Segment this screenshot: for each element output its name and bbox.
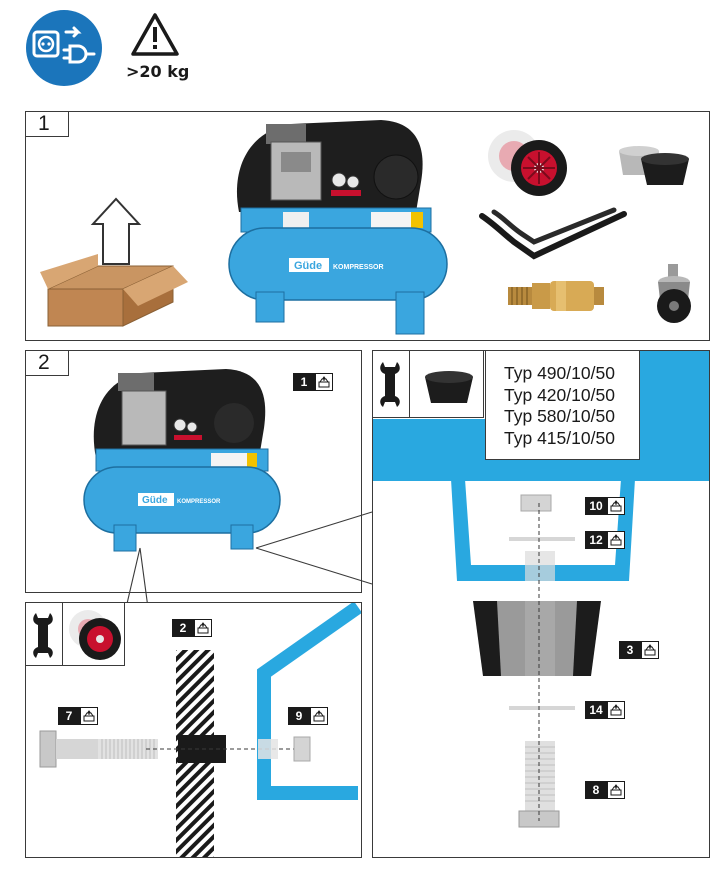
wheel-icon xyxy=(488,130,567,196)
parts-box-icon xyxy=(644,644,656,656)
part-label-9: 9 xyxy=(288,707,328,725)
foot-mount-panel: Typ 490/10/50 Typ 420/10/50 Typ 580/10/5… xyxy=(372,350,710,858)
coupling-icon xyxy=(508,281,604,311)
step-1-panel: 1 Güde KOMPRESSOR xyxy=(25,111,710,341)
part-label-12: 12 xyxy=(585,531,625,549)
wrench-icon xyxy=(33,613,53,658)
part-label-7: 7 xyxy=(58,707,98,725)
model-type: Typ 580/10/50 xyxy=(504,406,615,426)
brand-text: Güde xyxy=(294,260,322,272)
part-label-1: 1 xyxy=(293,373,333,391)
model-type: Typ 490/10/50 xyxy=(504,363,615,383)
frame-outline xyxy=(373,351,709,828)
rubber-foot-icon xyxy=(425,371,473,403)
rubber-foot-icon xyxy=(619,146,689,185)
tool-header xyxy=(373,351,484,418)
parts-box-icon xyxy=(318,376,330,388)
unpack-box-icon xyxy=(40,197,188,327)
warning-triangle-icon xyxy=(131,13,179,56)
model-type: Typ 420/10/50 xyxy=(504,384,615,405)
model-text: KOMPRESSOR xyxy=(333,264,384,271)
wheel-mount-panel: 7 2 9 xyxy=(25,602,362,858)
compressor-image: Güde KOMPRESSOR xyxy=(228,120,448,335)
model-type: Typ 415/10/50 xyxy=(504,427,615,448)
wheel-icon xyxy=(69,610,121,660)
weight-label: >20 kg xyxy=(126,62,190,81)
wrench-icon xyxy=(380,362,400,407)
parts-box-icon xyxy=(610,784,622,796)
part-label-14: 14 xyxy=(585,701,625,719)
step-number: 1 xyxy=(25,111,69,137)
step-number: 2 xyxy=(25,350,69,376)
part-label-3: 3 xyxy=(619,641,659,659)
frame-outline xyxy=(39,603,361,857)
parts-box-icon xyxy=(610,534,622,546)
part-label-8: 8 xyxy=(585,781,625,799)
model-type-list: Typ 490/10/50 Typ 420/10/50 Typ 580/10/5… xyxy=(485,351,640,460)
brand-text: Güde xyxy=(142,495,168,506)
parts-box-icon xyxy=(313,710,325,722)
parts-box-icon xyxy=(610,500,622,512)
parts-box-icon xyxy=(610,704,622,716)
unplug-power-icon xyxy=(26,10,102,86)
part-label-10: 10 xyxy=(585,497,625,515)
tool-header xyxy=(26,603,125,666)
parts-box-icon xyxy=(83,710,95,722)
parts-box-icon xyxy=(197,622,209,634)
castor-wheel-icon xyxy=(657,264,691,323)
handle-icon xyxy=(479,207,627,260)
compressor-image: Güde KOMPRESSOR xyxy=(83,369,281,552)
model-text: KOMPRESSOR xyxy=(177,499,221,505)
part-label-2: 2 xyxy=(172,619,212,637)
step-2-panel: 2 Güde KOMPRESSOR 1 xyxy=(25,350,362,593)
